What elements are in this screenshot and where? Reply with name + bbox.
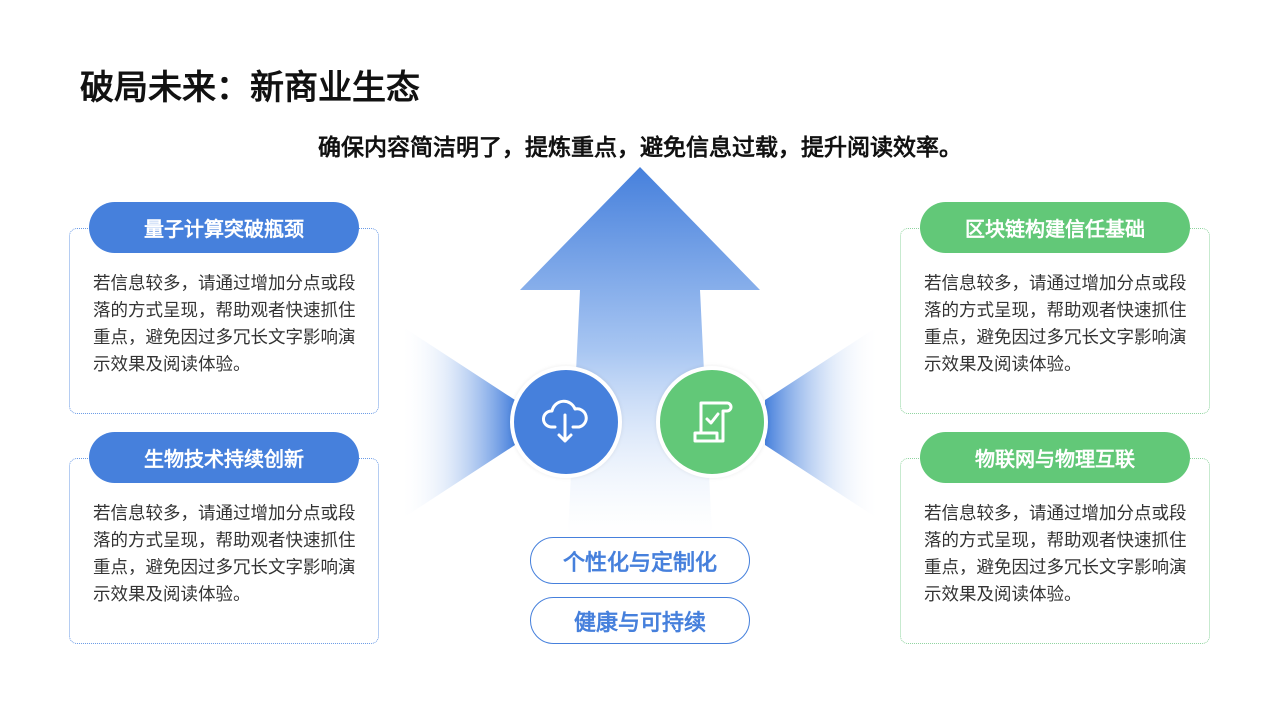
page-subtitle: 确保内容简洁明了，提炼重点，避免信息过载，提升阅读效率。 [318, 135, 962, 161]
page-title: 破局未来：新商业生态 [80, 68, 420, 108]
cloud-download-circle [510, 366, 622, 478]
card-biotech-text: 若信息较多，请通过增加分点或段落的方式呈现，帮助观者快速抓住重点，避免因过多冗长… [93, 504, 356, 605]
card-iot [900, 458, 1210, 644]
left-beam [400, 325, 515, 520]
card-quantum-heading: 量子计算突破瓶颈 [89, 202, 359, 253]
card-biotech [69, 458, 379, 644]
card-quantum [69, 228, 379, 414]
scroll-check-circle [656, 366, 768, 478]
scroll-check-icon [693, 401, 733, 443]
cloud-download-icon [542, 399, 588, 443]
card-biotech-heading: 生物技术持续创新 [89, 432, 359, 483]
right-beam [765, 325, 880, 520]
tag-personalization: 个性化与定制化 [530, 537, 750, 584]
card-blockchain-text: 若信息较多，请通过增加分点或段落的方式呈现，帮助观者快速抓住重点，避免因过多冗长… [924, 274, 1187, 375]
card-quantum-text: 若信息较多，请通过增加分点或段落的方式呈现，帮助观者快速抓住重点，避免因过多冗长… [93, 274, 356, 375]
tag-health-sustainability: 健康与可持续 [530, 597, 750, 644]
card-iot-text: 若信息较多，请通过增加分点或段落的方式呈现，帮助观者快速抓住重点，避免因过多冗长… [924, 504, 1187, 605]
arrow-shape [520, 167, 760, 535]
card-blockchain [900, 228, 1210, 414]
card-iot-heading: 物联网与物理互联 [920, 432, 1190, 483]
card-blockchain-heading: 区块链构建信任基础 [920, 202, 1190, 253]
